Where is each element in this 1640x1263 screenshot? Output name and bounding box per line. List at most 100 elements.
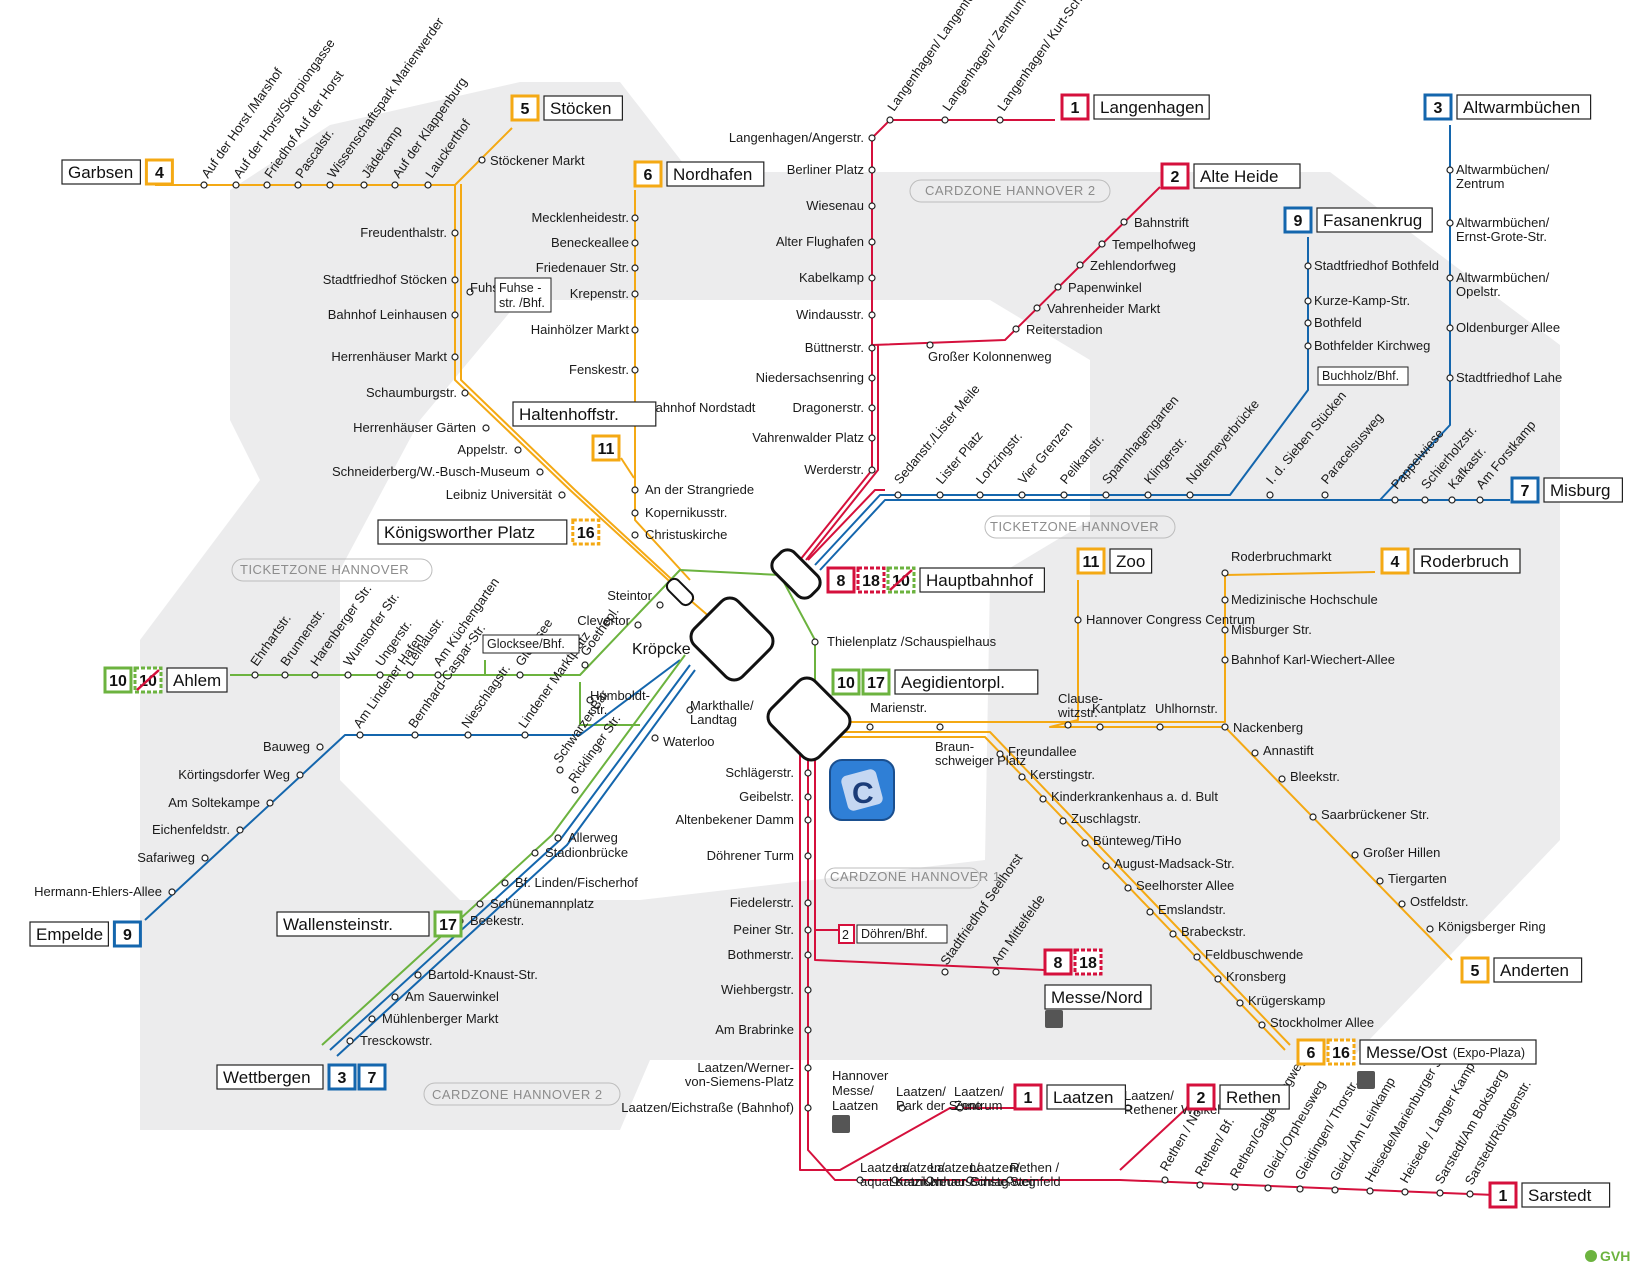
station-stop[interactable] (452, 354, 458, 360)
station-stop[interactable] (1197, 1182, 1203, 1188)
station-stop[interactable] (805, 1105, 811, 1111)
station-stop[interactable] (1222, 627, 1228, 633)
station-stop[interactable] (169, 889, 175, 895)
station-stop[interactable] (582, 662, 588, 668)
station-stop[interactable] (1147, 909, 1153, 915)
terminal-aegidientorpl[interactable]: Aegidientorpl.1017 (833, 670, 1038, 694)
station-stop[interactable] (869, 135, 875, 141)
terminal-koenigsworther[interactable]: Königsworther Platz16 (378, 520, 599, 544)
station-stop[interactable] (869, 435, 875, 441)
station-stop[interactable] (1447, 167, 1453, 173)
station-stop[interactable] (632, 327, 638, 333)
station-stop[interactable] (942, 969, 948, 975)
station-stop[interactable] (412, 732, 418, 738)
station-stop[interactable] (1252, 750, 1258, 756)
station-stop[interactable] (1055, 284, 1061, 290)
station-stop[interactable] (869, 312, 875, 318)
station-stop[interactable] (657, 602, 663, 608)
station-stop[interactable] (1103, 863, 1109, 869)
glocksee-bhf-label[interactable]: Glocksee/Bhf. (487, 637, 565, 651)
station-stop[interactable] (327, 182, 333, 188)
station-stop[interactable] (1232, 1184, 1238, 1190)
station-stop[interactable] (267, 800, 273, 806)
station-stop[interactable] (1267, 492, 1273, 498)
station-stop[interactable] (1061, 492, 1067, 498)
station-stop[interactable] (1305, 298, 1311, 304)
station-stop[interactable] (1077, 262, 1083, 268)
station-stop[interactable] (1447, 375, 1453, 381)
station-stop[interactable] (869, 275, 875, 281)
station-stop[interactable] (479, 157, 485, 163)
station-stop[interactable] (805, 1065, 811, 1071)
station-stop[interactable] (483, 425, 489, 431)
station-stop[interactable] (805, 987, 811, 993)
station-stop[interactable] (867, 724, 873, 730)
station-stop[interactable] (452, 277, 458, 283)
buchholz-bhf-label[interactable]: Buchholz/Bhf. (1322, 369, 1399, 383)
station-stop[interactable] (997, 751, 1003, 757)
station-stop[interactable] (1222, 570, 1228, 576)
station-stop[interactable] (1305, 343, 1311, 349)
station-stop[interactable] (805, 1027, 811, 1033)
terminal-stoecken[interactable]: Stöcken5 (512, 96, 622, 120)
station-stop[interactable] (1305, 263, 1311, 269)
station-stop[interactable] (812, 639, 818, 645)
station-stop[interactable] (937, 724, 943, 730)
station-stop[interactable] (1447, 275, 1453, 281)
station-stop[interactable] (462, 390, 468, 396)
station-stop[interactable] (805, 794, 811, 800)
station-stop[interactable] (517, 672, 523, 678)
station-stop[interactable] (632, 532, 638, 538)
station-stop[interactable] (1467, 1191, 1473, 1197)
station-stop[interactable] (361, 182, 367, 188)
terminal-misburg[interactable]: Misburg7 (1512, 478, 1622, 502)
station-stop[interactable] (345, 672, 351, 678)
terminal-langenhagen[interactable]: Langenhagen1 (1062, 95, 1209, 119)
station-stop[interactable] (1449, 497, 1455, 503)
cardzone-app-icon[interactable]: C (830, 760, 894, 820)
station-stop[interactable] (317, 744, 323, 750)
station-stop[interactable] (632, 265, 638, 271)
station-stop[interactable] (1215, 976, 1221, 982)
station-stop[interactable] (1040, 796, 1046, 802)
station-stop[interactable] (632, 291, 638, 297)
station-stop[interactable] (869, 203, 875, 209)
station-stop[interactable] (515, 447, 521, 453)
station-stop[interactable] (997, 117, 1003, 123)
station-stop[interactable] (282, 672, 288, 678)
station-stop[interactable] (869, 167, 875, 173)
station-stop[interactable] (1075, 617, 1081, 623)
station-stop[interactable] (502, 880, 508, 886)
station-stop[interactable] (1097, 724, 1103, 730)
station-stop[interactable] (407, 672, 413, 678)
station-stop[interactable] (1310, 814, 1316, 820)
terminal-hauptbahnhof[interactable]: Hauptbahnhof81810 (828, 568, 1044, 592)
station-stop[interactable] (1237, 1000, 1243, 1006)
station-stop[interactable] (805, 900, 811, 906)
station-stop[interactable] (1222, 657, 1228, 663)
terminal-nordhafen[interactable]: Nordhafen6 (635, 162, 764, 186)
station-stop[interactable] (1367, 1188, 1373, 1194)
station-stop[interactable] (1222, 724, 1228, 730)
station-stop[interactable] (297, 772, 303, 778)
station-stop[interactable] (1170, 931, 1176, 937)
station-stop[interactable] (452, 312, 458, 318)
station-stop[interactable] (927, 342, 933, 348)
station-stop[interactable] (1477, 497, 1483, 503)
station-stop[interactable] (415, 972, 421, 978)
station-stop[interactable] (202, 855, 208, 861)
station-stop[interactable] (805, 770, 811, 776)
station-stop[interactable] (632, 510, 638, 516)
fuhse-bhf-label[interactable]: Fuhse -str. /Bhf. (499, 281, 545, 310)
station-stop[interactable] (632, 240, 638, 246)
station-stop[interactable] (1157, 724, 1163, 730)
